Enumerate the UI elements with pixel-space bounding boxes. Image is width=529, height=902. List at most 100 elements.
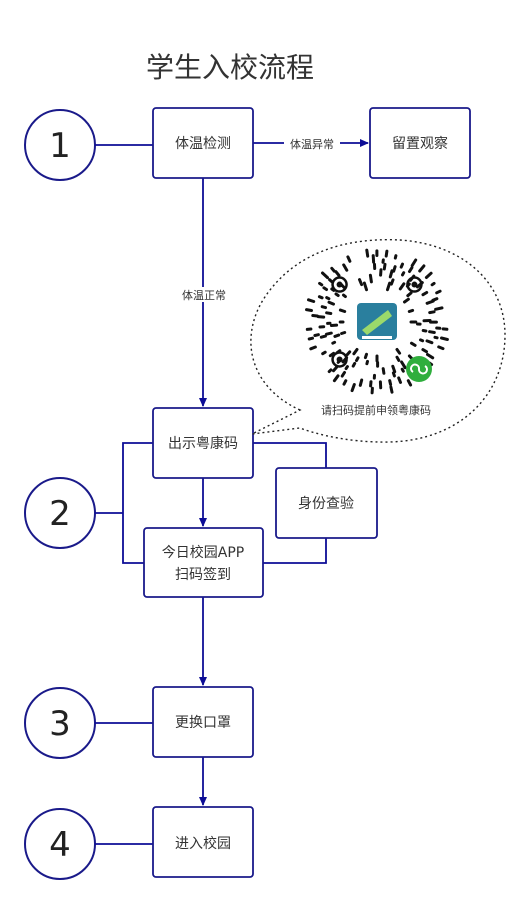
qr-module xyxy=(332,374,340,383)
qr-module xyxy=(406,379,413,387)
qr-module xyxy=(325,296,331,301)
qr-module xyxy=(305,308,313,312)
step-2-bracket xyxy=(122,442,153,564)
node-temp-check-label: 体温检测 xyxy=(175,136,231,152)
qr-module xyxy=(399,262,404,269)
qr-module xyxy=(363,352,368,360)
step-3-marker: 3 xyxy=(24,687,96,759)
qr-module xyxy=(358,278,364,287)
page-title: 学生入校流程 xyxy=(146,51,314,84)
qr-module xyxy=(318,281,324,287)
qr-module xyxy=(397,376,402,384)
node-id-check-label: 身份查验 xyxy=(298,496,354,512)
qr-module xyxy=(392,265,397,273)
qr-module xyxy=(391,371,396,378)
qr-module xyxy=(395,355,401,362)
node-observe: 留置观察 xyxy=(369,107,471,179)
node-temp-check: 体温检测 xyxy=(152,107,254,179)
qr-code-icon[interactable] xyxy=(305,248,449,395)
qr-module xyxy=(342,379,348,386)
qr-module xyxy=(407,308,415,313)
node-app-checkin-line2: 扫码签到 xyxy=(175,566,231,583)
qr-module xyxy=(325,311,333,315)
qr-module xyxy=(386,281,392,292)
qr-module xyxy=(395,348,402,355)
qr-module xyxy=(434,306,444,311)
step-4-number: 4 xyxy=(49,825,71,865)
qr-module xyxy=(382,262,387,271)
qr-module xyxy=(358,378,364,387)
qr-module xyxy=(435,289,442,295)
qr-module xyxy=(389,278,395,286)
qr-module xyxy=(321,350,327,356)
qr-module xyxy=(331,340,337,345)
qr-module xyxy=(340,371,346,378)
qr-module xyxy=(322,286,328,291)
qr-module xyxy=(368,273,373,284)
node-observe-label: 留置观察 xyxy=(392,135,448,152)
qr-module xyxy=(355,356,360,363)
qr-module xyxy=(317,295,324,300)
qr-module xyxy=(352,348,359,356)
qr-module xyxy=(333,333,341,338)
qr-module xyxy=(421,291,429,297)
qr-module xyxy=(391,364,397,374)
qr-module xyxy=(418,264,426,273)
qr-module xyxy=(334,270,341,277)
qr-module xyxy=(311,314,319,318)
qr-module xyxy=(362,281,368,292)
qr-module xyxy=(327,368,333,374)
qr-module xyxy=(321,271,329,280)
node-app-checkin-line1: 今日校园APP xyxy=(162,544,244,561)
qr-module xyxy=(421,348,428,354)
qr-callout: 请扫码提前申领粤康码 xyxy=(250,239,506,443)
qr-finder-dot xyxy=(411,281,418,288)
qr-module xyxy=(428,310,436,315)
step-4-marker: 4 xyxy=(24,808,96,880)
qr-module xyxy=(307,298,316,303)
qr-module xyxy=(428,330,436,334)
qr-module xyxy=(408,266,414,273)
node-enter-label: 进入校园 xyxy=(175,835,231,852)
qr-module xyxy=(342,263,349,272)
qr-module xyxy=(384,249,389,258)
qr-module xyxy=(307,336,314,341)
node-mask-label: 更换口罩 xyxy=(175,714,231,731)
qr-module xyxy=(425,339,434,345)
qr-module xyxy=(327,300,335,306)
qr-module xyxy=(410,258,418,268)
step-1-marker: 1 xyxy=(24,109,96,181)
qr-module xyxy=(440,336,449,341)
qr-module xyxy=(430,281,436,287)
step-1-number: 1 xyxy=(49,126,71,166)
mini-program-badge-icon xyxy=(406,356,432,382)
qr-module xyxy=(419,338,425,343)
qr-module xyxy=(325,331,333,336)
qr-module xyxy=(431,297,439,302)
qr-module xyxy=(340,331,347,335)
qr-module xyxy=(400,360,407,370)
qr-module xyxy=(410,341,417,347)
qr-module xyxy=(403,297,410,304)
idcheck-link-top xyxy=(253,442,327,468)
qr-module xyxy=(328,351,336,358)
qr-finder xyxy=(331,276,348,293)
qr-module xyxy=(393,254,398,260)
step-2-number: 2 xyxy=(49,494,71,534)
qr-module xyxy=(389,385,394,394)
qr-module xyxy=(342,293,347,299)
qr-module xyxy=(365,359,369,366)
qr-module xyxy=(421,329,428,333)
node-show-code: 出示粤康码 xyxy=(152,407,254,479)
node-id-check: 身份查验 xyxy=(275,467,378,539)
qr-module xyxy=(424,271,433,279)
edge-label-abnormal: 体温异常 xyxy=(290,137,334,151)
qr-module xyxy=(319,334,327,339)
qr-module xyxy=(406,291,413,298)
qr-module xyxy=(316,315,326,319)
step-3-number: 3 xyxy=(49,704,71,744)
qr-module xyxy=(398,282,406,291)
qr-module xyxy=(328,278,334,284)
qr-module xyxy=(350,383,356,393)
